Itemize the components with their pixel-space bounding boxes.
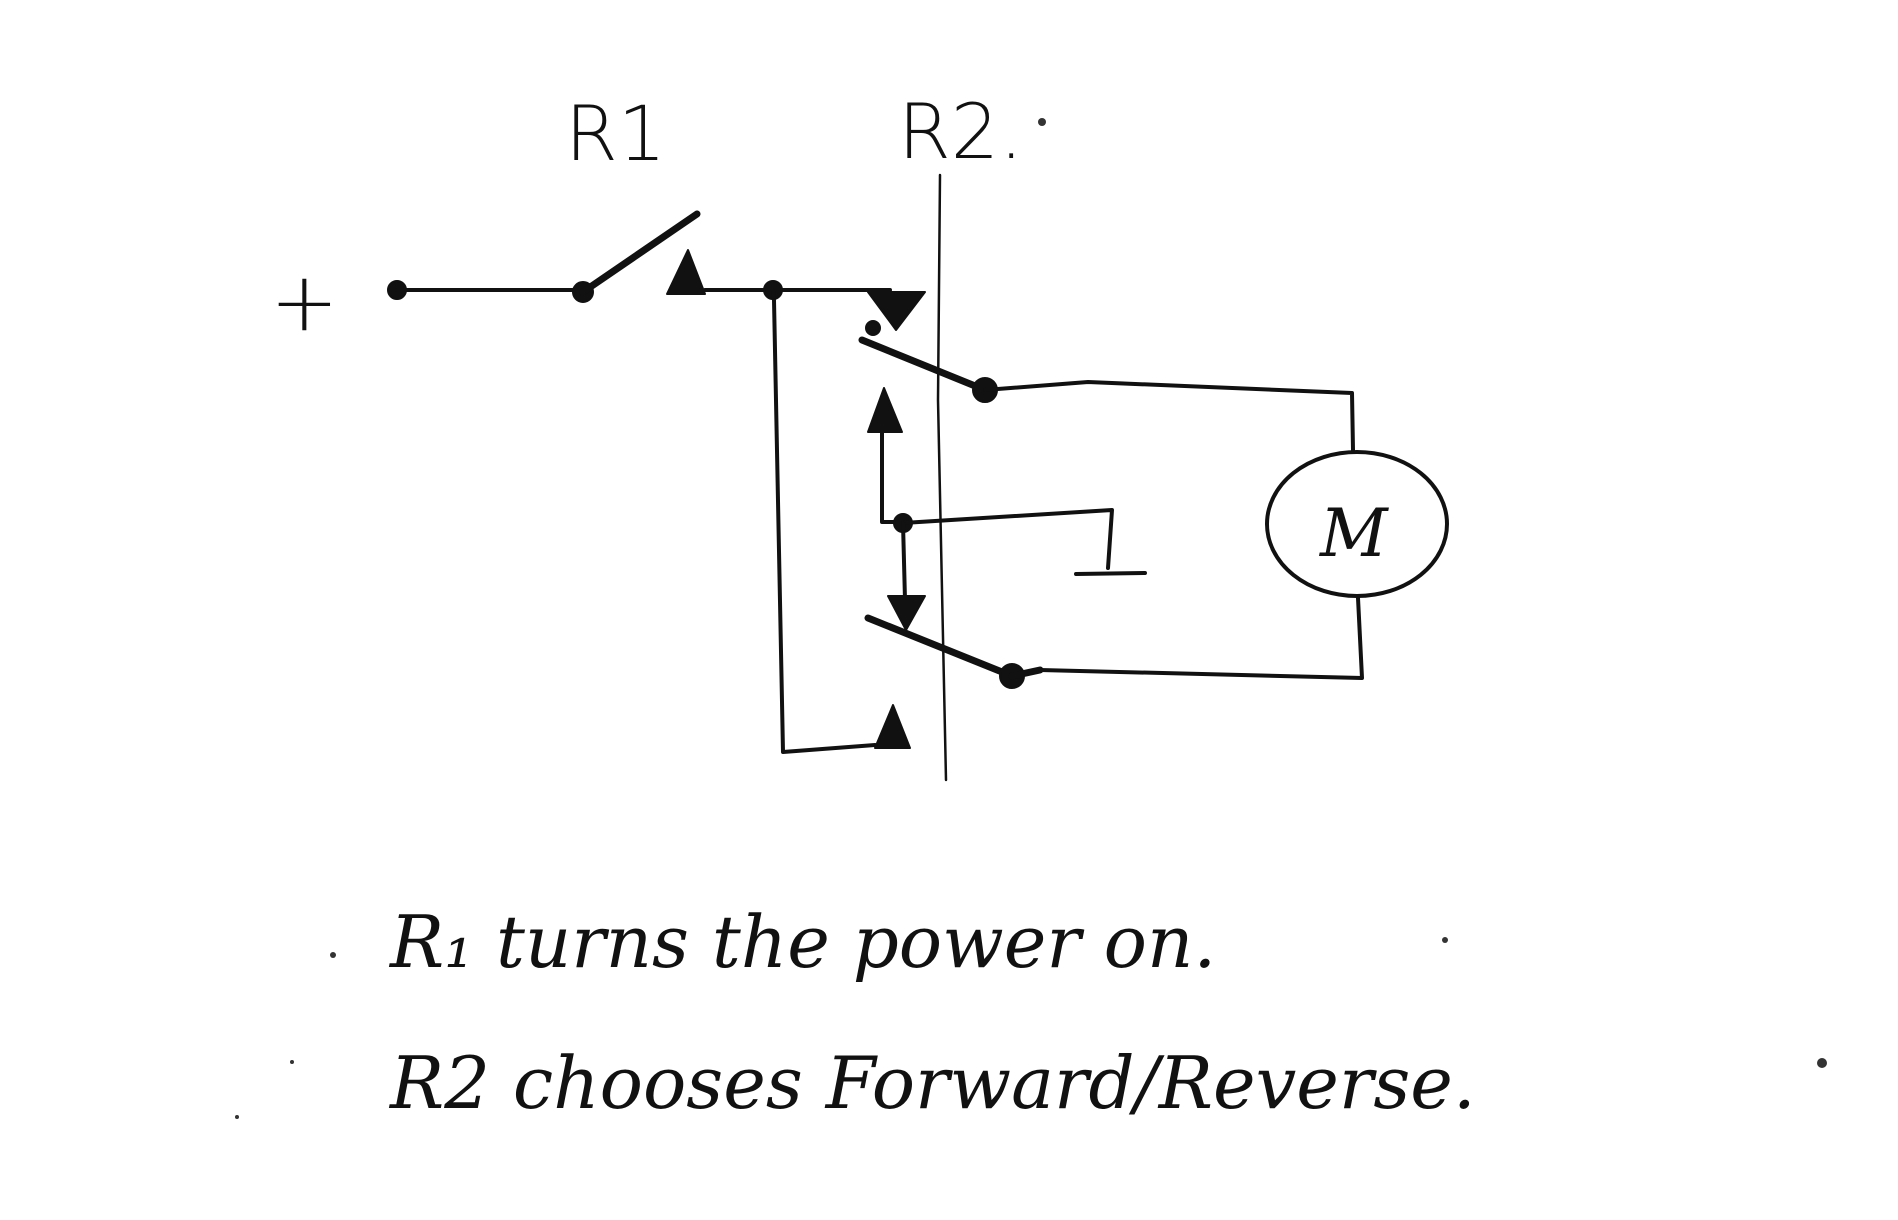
middle-down-wire — [901, 521, 907, 602]
motor-top-wire — [983, 380, 1355, 452]
r2-upper-contact-triangle — [867, 291, 926, 331]
relay2-label: R2. — [898, 87, 1023, 176]
motor-bottom-wire — [1038, 596, 1364, 680]
r2-upper-switch — [858, 291, 1355, 452]
note-line-r2: R2 chooses Forward/Reverse. — [388, 1041, 1476, 1125]
supply-line — [387, 210, 892, 303]
r2-upper-arm — [858, 336, 989, 394]
r2-lower-arm — [864, 614, 1016, 680]
middle-up-wire — [880, 430, 902, 524]
ground-node — [867, 387, 1147, 631]
scan-speck — [1442, 937, 1448, 943]
ground-symbol — [1074, 571, 1147, 576]
lower-contact-triangle — [874, 704, 911, 749]
r2-lower-switch — [864, 596, 1364, 689]
note-line-r1: R₁ turns the power on. — [388, 900, 1216, 984]
r1-switch-arm — [579, 210, 701, 296]
positive-terminal-label: + — [270, 255, 339, 350]
scan-speck — [235, 1115, 239, 1119]
r2-divider-line — [936, 173, 948, 782]
ground-wire — [901, 508, 1114, 570]
relay1-label: R1 — [565, 89, 666, 178]
bypass-wire — [771, 288, 877, 754]
scan-speck — [330, 952, 336, 958]
r2-lower-arm-tail — [1008, 666, 1044, 680]
scan-speck — [1038, 118, 1046, 126]
r2-middle-down-triangle — [887, 595, 926, 631]
motor: M — [1265, 450, 1449, 598]
scan-speck — [290, 1060, 294, 1064]
motor-circle — [1265, 450, 1449, 598]
r2-middle-up-triangle — [867, 387, 903, 433]
r1-contact-triangle — [666, 249, 706, 295]
r2-upper-arm-end — [865, 320, 881, 336]
scan-speck — [1817, 1058, 1827, 1068]
motor-label: M — [1319, 495, 1389, 572]
